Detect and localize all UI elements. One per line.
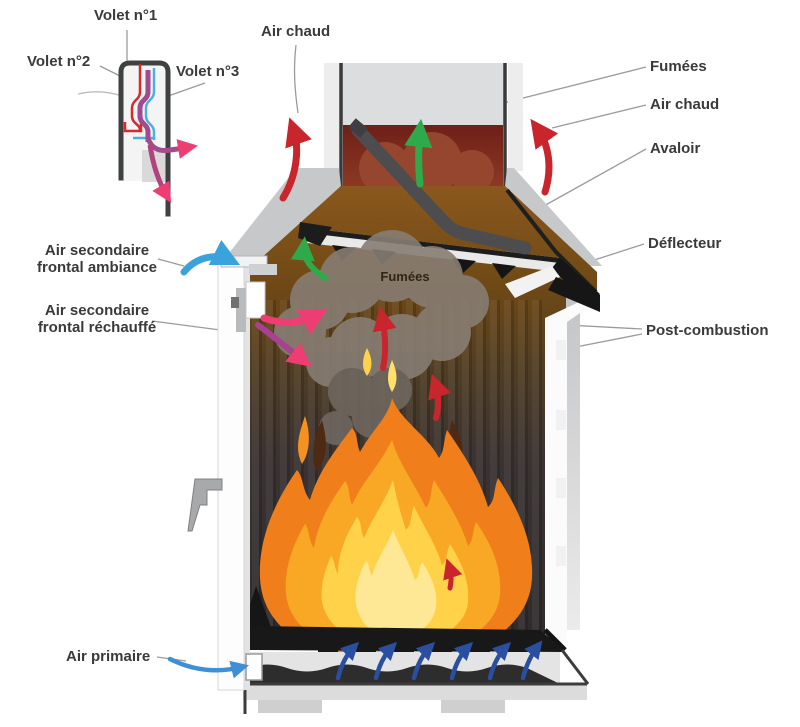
label-air-secondaire-ambiance-line2: frontal ambiance	[36, 259, 158, 276]
label-volet-1: Volet n°1	[94, 7, 158, 24]
label-air-secondaire-ambiance-line1: Air secondaire	[44, 242, 150, 259]
front-panel	[217, 255, 277, 691]
label-air-secondaire-rechauffe-line2: frontal réchauffé	[37, 319, 157, 336]
label-air-secondaire-rechauffe: Air secondaire frontal réchauffé	[22, 302, 172, 336]
label-air-chaud-top: Air chaud	[261, 23, 331, 40]
flue-gas-arrow	[404, 118, 433, 188]
label-volet-2: Volet n°2	[27, 53, 91, 70]
primary-air-arrow	[167, 656, 249, 679]
post-combustion-arrow-lower	[428, 373, 451, 421]
label-volet-3: Volet n°3	[176, 63, 240, 80]
inset-channel	[118, 60, 198, 217]
label-deflecteur: Déflecteur	[648, 235, 722, 252]
fumees-inner-label: Fumées	[380, 269, 429, 284]
inset-purple-line	[137, 70, 151, 142]
label-post-combustion: Post-combustion	[646, 322, 769, 339]
post-combustion-arrow-upper	[372, 306, 397, 371]
fire	[242, 348, 533, 662]
label-avaloir: Avaloir	[650, 140, 701, 157]
primary-air-inlet	[245, 653, 263, 681]
label-air-primaire: Air primaire	[66, 648, 151, 665]
label-fumees: Fumées	[650, 58, 707, 75]
door-handle	[187, 478, 223, 532]
damper-rod	[348, 118, 532, 255]
ash-pan	[247, 652, 560, 684]
hot-air-arrow-left	[279, 117, 312, 202]
post-combustion-arrow-small	[443, 558, 463, 591]
secondary-air-heated-arrow-purple	[255, 322, 312, 367]
hot-air-arrow-right	[530, 118, 559, 196]
inset-red-line	[123, 64, 143, 133]
flame-core	[355, 530, 437, 638]
smoke-recirculation-arrow	[290, 236, 328, 281]
secondary-air-ambient-arrow	[180, 239, 241, 276]
stove-base	[243, 648, 590, 714]
inset-flow-arrow-down	[147, 144, 172, 203]
secondary-air-inlet	[231, 281, 266, 332]
secondary-air-heated-arrow-pink	[260, 308, 328, 335]
grate-air-arrows	[335, 640, 543, 681]
label-air-secondaire-rechauffe-line1: Air secondaire	[44, 302, 150, 319]
label-air-chaud-right: Air chaud	[650, 96, 720, 113]
label-air-secondaire-ambiance: Air secondaire frontal ambiance	[22, 242, 172, 276]
